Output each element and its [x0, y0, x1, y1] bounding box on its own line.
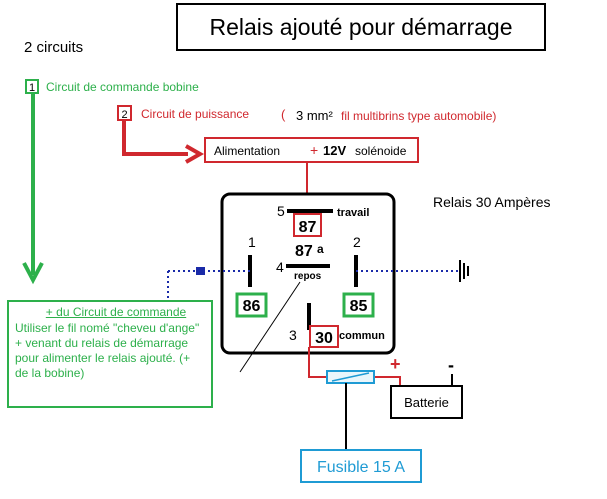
circuit2-label: Circuit de puissance — [141, 107, 249, 121]
diagram-title: Relais ajouté pour démarrage — [209, 14, 512, 40]
command-arrow-head — [22, 262, 44, 285]
battery-box — [390, 385, 463, 419]
fuse-label: Fusible 15 A — [317, 459, 405, 476]
pin87-label: 87 — [299, 219, 317, 236]
pin5-number: 5 — [277, 203, 285, 219]
wire-30-to-fuse — [308, 347, 330, 378]
battery-label: Batterie — [404, 395, 449, 410]
battery-minus-sign: - — [448, 355, 454, 375]
circuit1-number-box — [25, 79, 39, 94]
alimentation-plus: + — [310, 142, 318, 158]
pin87a-suffix: a — [317, 242, 324, 256]
fuse-wire — [331, 372, 370, 382]
pin3-number: 3 — [289, 327, 297, 343]
pin1-number: 1 — [248, 234, 256, 250]
command-note-body: Utiliser le fil nomé "cheveu d'ange" + v… — [15, 321, 200, 380]
pin87a-number: 87 — [295, 243, 313, 260]
pin2-number: 2 — [353, 234, 361, 250]
fuse-label-box — [300, 449, 422, 483]
circuit1-number: 1 — [29, 82, 35, 94]
pin85-label: 85 — [350, 298, 368, 315]
circuit2-number: 2 — [121, 109, 127, 121]
repos-label: repos — [294, 271, 322, 282]
alimentation-label: Alimentation — [214, 144, 280, 158]
alimentation-suffix: solénoide — [355, 144, 407, 158]
relay-title: Relais 30 Ampères — [433, 194, 551, 210]
pin4-number: 4 — [276, 259, 284, 275]
circuit1-label: Circuit de commande bobine — [46, 80, 199, 94]
alimentation-box — [204, 137, 419, 163]
pin86-label: 86 — [243, 298, 261, 315]
coil-connector — [196, 267, 205, 275]
title-box — [176, 3, 546, 51]
power-arrow-head — [185, 144, 205, 164]
alimentation-voltage: 12V — [323, 143, 346, 158]
commun-label: commun — [339, 330, 385, 342]
command-note-box: + du Circuit de commande Utiliser le fil… — [7, 300, 213, 408]
cheveu-ange-pointer-line — [239, 281, 301, 373]
wire-fuse-to-battery — [372, 376, 401, 386]
circuit2-spec-prefix: 3 mm² — [296, 108, 334, 123]
power-arrow-line — [122, 120, 188, 156]
battery-plus-sign: + — [390, 354, 401, 374]
pin87-box — [293, 213, 322, 237]
circuit2-spec-suffix: fil multibrins type automobile) — [341, 109, 496, 123]
pin86-box — [235, 292, 268, 318]
circuit2-paren: ( — [281, 107, 286, 122]
pin30-box — [309, 325, 339, 348]
pin85-box — [342, 292, 375, 318]
pin30-label: 30 — [315, 330, 333, 347]
command-note-title: + du Circuit de commande — [45, 305, 187, 319]
travail-label: travail — [337, 207, 369, 219]
circuits-heading: 2 circuits — [24, 39, 83, 56]
